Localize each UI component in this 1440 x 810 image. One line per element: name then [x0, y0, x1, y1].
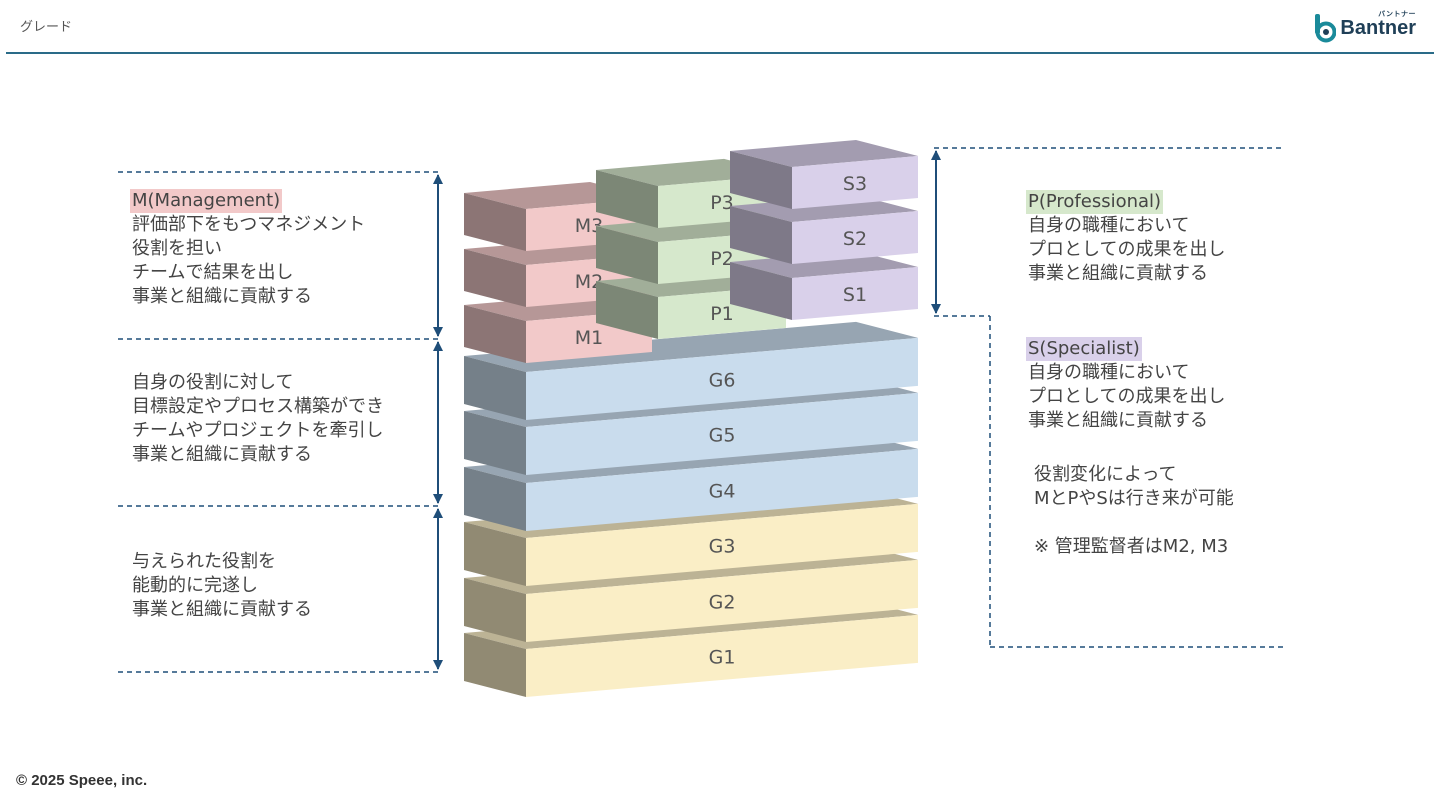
- specialist-description: S(Specialist) 自身の職種において プロとしての成果を出し 事業と組…: [1026, 337, 1226, 433]
- lower-grade-line: 事業と組織に貢献する: [132, 599, 312, 620]
- management-line: 事業と組織に貢献する: [132, 286, 312, 307]
- professional-line: 自身の職種において: [1028, 215, 1190, 236]
- grade-block-g2-front: [526, 559, 918, 642]
- grade-block-g1-label: G1: [709, 646, 736, 668]
- professional-description: P(Professional) 自身の職種において プロとしての成果を出し 事業…: [1026, 190, 1226, 286]
- lower-grade-line: 能動的に完遂し: [132, 575, 258, 596]
- management-description: M(Management) 評価部下をもつマネジメント 役割を担い チームで結果…: [130, 189, 366, 309]
- grade-block-p3-side: [596, 170, 658, 228]
- grade-block-s1-front: [792, 267, 918, 320]
- grade-block-m1-side: [464, 305, 526, 363]
- grade-block-g6-front: [526, 337, 918, 420]
- grade-block-s3-top: [730, 140, 918, 167]
- grade-block-g6-side: [464, 356, 526, 420]
- grade-block-g1-front: [526, 614, 918, 697]
- grade-block-g2-label: G2: [709, 591, 736, 613]
- grade-block-s3-label: S3: [843, 173, 867, 195]
- grade-block-g5-front: [526, 392, 918, 475]
- grade-block-s1-side: [730, 262, 792, 320]
- header-divider: [6, 52, 1434, 54]
- middle-grade-line: 自身の役割に対して: [132, 372, 294, 393]
- grade-block-g4-front: [526, 448, 918, 531]
- grade-block-g6-top: [464, 321, 918, 372]
- bantner-logo-icon: [1315, 14, 1337, 43]
- specialist-heading: S(Specialist): [1026, 337, 1142, 361]
- grade-block-g3-label: G3: [709, 535, 736, 557]
- logo-wordmark: Bantner バントナー: [1340, 11, 1416, 40]
- note-line: ※ 管理監督者はM2, M3: [1034, 536, 1229, 557]
- note-line: MとPやSは行き来が可能: [1034, 488, 1234, 509]
- grade-block-m3-side: [464, 193, 526, 251]
- middle-grade-line: 事業と組織に貢献する: [132, 444, 312, 465]
- grade-block-s1-top: [730, 251, 918, 278]
- grade-block-s1-label: S1: [843, 284, 867, 306]
- middle-grade-line: チームやプロジェクトを牽引し: [132, 420, 384, 441]
- management-line: 評価部下をもつマネジメント: [132, 214, 366, 235]
- specialist-line: プロとしての成果を出し: [1028, 386, 1226, 407]
- professional-heading: P(Professional): [1026, 190, 1164, 214]
- note-line: [1034, 511, 1234, 535]
- grade-block-p1-side: [596, 281, 658, 339]
- grade-block-p3-label: P3: [710, 192, 734, 214]
- grade-block-s3-side: [730, 151, 792, 209]
- page-title: グレード: [20, 20, 73, 35]
- grade-block-g2-side: [464, 578, 526, 642]
- bantner-logo: Bantner バントナー: [1314, 11, 1416, 44]
- grade-block-g4-side: [464, 467, 526, 531]
- specialist-line: 自身の職種において: [1028, 362, 1190, 383]
- middle-grade-description: 自身の役割に対して 目標設定やプロセス構築ができ チームやプロジェクトを牽引し …: [132, 371, 384, 467]
- copyright: © 2025 Speee, inc.: [16, 772, 148, 789]
- logo-ruby: バントナー: [1378, 10, 1416, 18]
- logo-name: Bantner: [1340, 16, 1416, 39]
- grade-block-g3-side: [464, 522, 526, 586]
- specialist-line: 事業と組織に貢献する: [1028, 410, 1208, 431]
- grade-block-s2-side: [730, 206, 792, 264]
- grade-block-g5-side: [464, 411, 526, 475]
- grade-block-m2-side: [464, 249, 526, 307]
- note-line: 役割変化によって: [1034, 464, 1177, 485]
- grade-block-g1-side: [464, 633, 526, 697]
- grade-block-g4-label: G4: [709, 480, 736, 502]
- middle-grade-line: 目標設定やプロセス構築ができ: [132, 396, 384, 417]
- management-heading: M(Management): [130, 189, 283, 213]
- lower-grade-description: 与えられた役割を 能動的に完遂し 事業と組織に貢献する: [132, 550, 312, 622]
- grade-block-s2-front: [792, 211, 918, 264]
- grade-block-g3-front: [526, 503, 918, 586]
- role-change-note: 役割変化によって MとPやSは行き来が可能 ※ 管理監督者はM2, M3: [1034, 463, 1234, 559]
- grade-block-s2-label: S2: [843, 228, 867, 250]
- grade-block-p1-label: P1: [710, 303, 734, 325]
- guide-lines: [118, 147, 1284, 673]
- grade-block-p2-side: [596, 226, 658, 284]
- lower-grade-line: 与えられた役割を: [132, 551, 276, 572]
- grade-block-g5-label: G5: [709, 424, 736, 446]
- management-line: チームで結果を出し: [132, 262, 294, 283]
- grade-block-p2-label: P2: [710, 248, 734, 270]
- professional-line: プロとしての成果を出し: [1028, 239, 1226, 260]
- grade-block-g6-label: G6: [709, 369, 736, 391]
- grade-block-m1-label: M1: [575, 327, 603, 349]
- grade-block-s3-front: [792, 156, 918, 209]
- management-line: 役割を担い: [132, 238, 222, 259]
- professional-line: 事業と組織に貢献する: [1028, 263, 1208, 284]
